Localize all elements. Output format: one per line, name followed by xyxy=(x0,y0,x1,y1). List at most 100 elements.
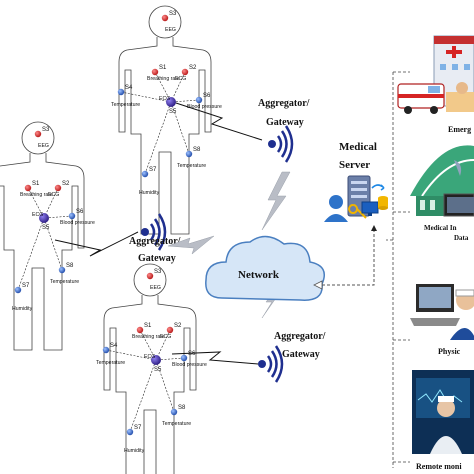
paramedic-icon xyxy=(456,82,468,94)
hub-node-s5 xyxy=(166,97,176,107)
sensor-label: Blood pressure xyxy=(172,362,207,368)
sensor-id: S2 xyxy=(62,181,70,187)
link-figure3-to-gateway xyxy=(171,351,259,365)
sensor-label: EEG xyxy=(150,285,161,291)
hub-node-s5 xyxy=(39,213,49,223)
sensor-id: S2 xyxy=(189,65,197,71)
medical-server-icon xyxy=(324,175,388,222)
sensor-link xyxy=(170,101,190,155)
medical-building-icon xyxy=(410,145,474,196)
sensor-link xyxy=(27,187,45,219)
network-to-server-link xyxy=(322,225,377,286)
sensor-node-s4 xyxy=(102,346,110,354)
sensor-id: S4 xyxy=(110,343,118,349)
aggregator-label-2-line2: Gateway xyxy=(138,253,176,264)
sensor-label: ECG xyxy=(175,76,186,82)
lightning-bolt-icon xyxy=(261,171,291,231)
link-figure2-to-gateway xyxy=(54,231,139,257)
sensor-id: S1 xyxy=(159,65,167,71)
sensor-label: EEG xyxy=(38,143,49,149)
panel-emergency: Emerg xyxy=(397,35,474,134)
sensor-label: Humidity xyxy=(124,448,145,454)
sensor-label: ECG xyxy=(48,192,59,198)
sensor-id: S6 xyxy=(76,209,84,215)
sensor-node-s3 xyxy=(161,14,169,22)
sensor-node-s8 xyxy=(170,408,178,416)
sensor-node-s8 xyxy=(185,150,193,158)
sensor-id: S8 xyxy=(193,147,201,153)
sensor-link xyxy=(43,217,63,271)
sensor-id: S3 xyxy=(154,269,162,275)
panel-remote-monitoring: Remote moni xyxy=(412,370,474,471)
body-figure-3 xyxy=(103,263,197,474)
sensor-label: Blood pressure xyxy=(60,220,95,226)
sensor-node-s2 xyxy=(181,68,189,76)
sensor-id: S6 xyxy=(203,93,211,99)
sensor-label: Humidity xyxy=(12,306,33,312)
sensor-node-s7 xyxy=(141,170,149,178)
sensor-id: S7 xyxy=(134,425,142,431)
sensor-label: EEG xyxy=(165,27,176,33)
panel-remote-monitoring-caption: Remote moni xyxy=(416,462,462,471)
sensor-link xyxy=(170,99,200,104)
doctor-icon xyxy=(437,399,455,417)
body-figure-1 xyxy=(118,5,212,235)
wifi-icon xyxy=(276,125,294,163)
sensor-label: Temperature xyxy=(177,163,206,169)
gateway-node xyxy=(141,228,149,236)
sensor-node-s6 xyxy=(68,212,76,220)
sensor-node-s1 xyxy=(24,184,32,192)
sensor-node-s1 xyxy=(151,68,159,76)
monitor-icon xyxy=(361,201,379,214)
sensor-link xyxy=(105,349,157,362)
sensor-node-s7 xyxy=(126,428,134,436)
hub-id: S5 xyxy=(154,367,162,373)
sensor-link xyxy=(129,359,157,433)
sensor-node-s6 xyxy=(180,354,188,362)
satellite-dish-icon xyxy=(454,160,462,176)
hub-id: S5 xyxy=(169,109,177,115)
sensor-node-s7 xyxy=(14,286,22,294)
wifi-icon xyxy=(266,345,284,383)
gateway-node xyxy=(258,360,266,368)
hub-label: ECG xyxy=(159,96,170,102)
sensor-label: Breathing rate xyxy=(20,192,53,198)
sensor-label: ECG xyxy=(160,334,171,340)
network-label: Network xyxy=(238,269,280,281)
sensor-node-s3 xyxy=(146,272,154,280)
sensor-node-s3 xyxy=(34,130,42,138)
sensor-id: S1 xyxy=(32,181,40,187)
sensor-node-s2 xyxy=(166,326,174,334)
hub-label: ECG xyxy=(144,354,155,360)
sensor-link xyxy=(139,329,157,361)
aggregator-label-1-line2: Gateway xyxy=(266,117,304,128)
hub-label: ECG xyxy=(32,212,43,218)
wireless-links xyxy=(54,102,263,365)
body-figure-2 xyxy=(0,121,85,351)
sensor-link xyxy=(154,71,172,103)
sensor-node-s4 xyxy=(117,88,125,96)
sensor-id: S1 xyxy=(144,323,152,329)
panel-emergency-caption: Emerg xyxy=(448,125,471,134)
panel-physician: Physic xyxy=(410,284,474,356)
sensor-id: S3 xyxy=(42,127,50,133)
sensor-id: S8 xyxy=(66,263,74,269)
gateway-1 xyxy=(268,125,294,163)
sensor-id: S7 xyxy=(22,283,30,289)
wifi-icon xyxy=(149,213,167,251)
aggregator-label-3-line2: Gateway xyxy=(282,349,320,360)
panel-medical-data: Medical In Data xyxy=(410,145,474,242)
sensor-label: Temperature xyxy=(50,279,79,285)
sensor-label: Breathing rate xyxy=(132,334,165,340)
sensor-id: S2 xyxy=(174,323,182,329)
sensor-id: S7 xyxy=(149,167,157,173)
gateway-node xyxy=(268,140,276,148)
sensor-node-s8 xyxy=(58,266,66,274)
aggregator-label-2-line1: Aggregator/ xyxy=(129,236,181,247)
sensor-label: Humidity xyxy=(139,190,160,196)
server-label-line2: Server xyxy=(339,159,370,171)
sensor-link xyxy=(43,215,73,220)
